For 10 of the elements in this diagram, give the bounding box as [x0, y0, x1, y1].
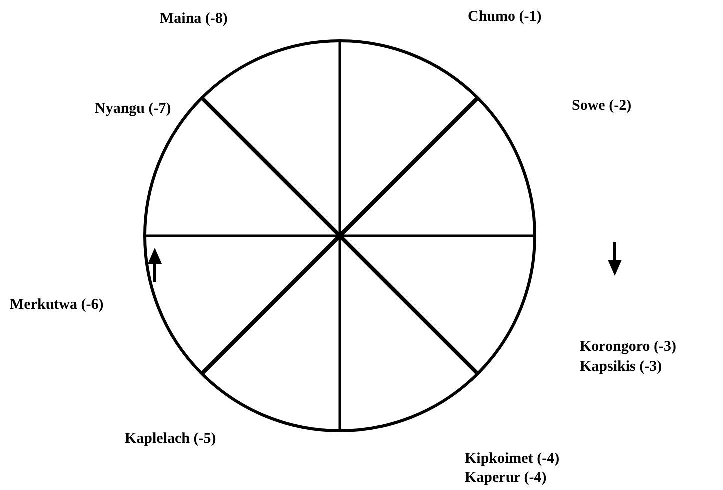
sector-label: Nyangu (-7) — [95, 100, 172, 118]
sector-label: Kaplelach (-5) — [125, 430, 216, 448]
sector-label: Kipkoimet (-4) — [465, 450, 560, 468]
sector-label: Merkutwa (-6) — [10, 296, 104, 314]
sector-label: Kapsikis (-3) — [580, 358, 662, 376]
sector-label: Sowe (-2) — [572, 97, 632, 115]
sector-label: Maina (-8) — [160, 10, 228, 28]
sector-label: Korongoro (-3) — [580, 338, 677, 356]
sector-label: Kaperur (-4) — [465, 469, 547, 487]
sector-label: Chumo (-1) — [468, 8, 542, 26]
